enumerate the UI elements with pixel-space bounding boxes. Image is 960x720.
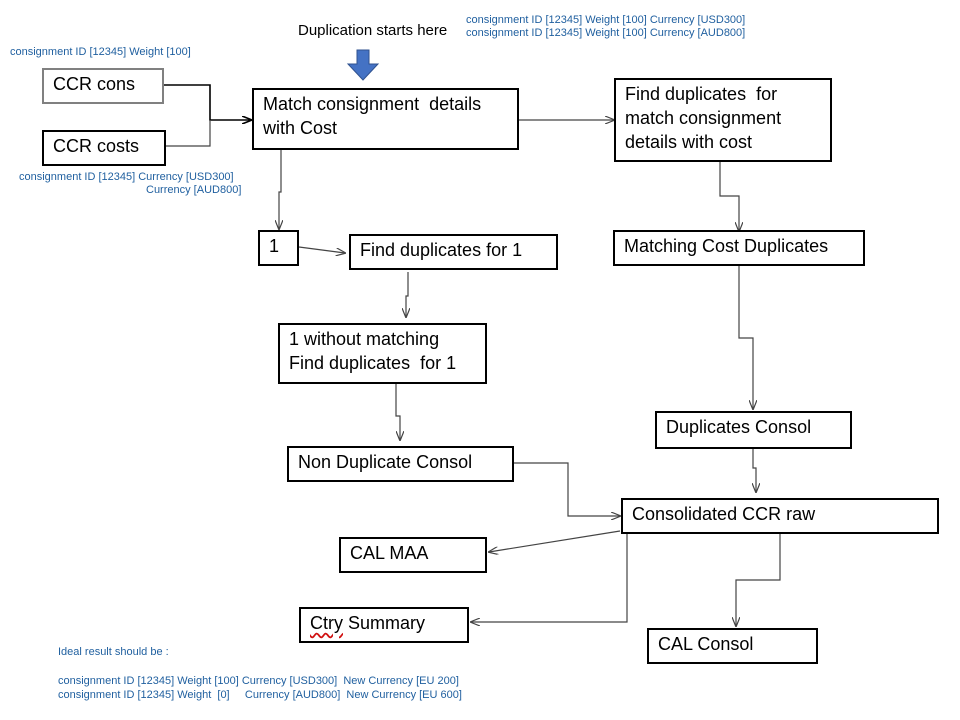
- ccr-costs-note-1: consignment ID [12345] Currency [USD300]: [19, 171, 234, 183]
- ideal-result-heading: Ideal result should be :: [58, 646, 169, 658]
- edge-one-to-find1: [298, 246, 345, 253]
- node-find-duplicates-match: Find duplicates for match consignment de…: [614, 78, 832, 162]
- ideal-result-line-1: consignment ID [12345] Weight [100] Curr…: [58, 675, 459, 687]
- summary-word: Summary: [343, 613, 426, 633]
- edge-nondup-to-raw: [514, 462, 620, 516]
- edge-matching-to-dupconsol: [738, 266, 753, 409]
- node-find-duplicates-1: Find duplicates for 1: [349, 234, 558, 270]
- start-arrow-icon: [346, 49, 380, 81]
- top-note-line-1: consignment ID [12345] Weight [100] Curr…: [466, 14, 746, 26]
- edge-raw-to-calmaa: [489, 530, 621, 552]
- node-matching-cost-duplicates: Matching Cost Duplicates: [613, 230, 865, 266]
- node-consolidated-ccr-raw: Consolidated CCR raw: [621, 498, 939, 534]
- ccr-cons-note: consignment ID [12345] Weight [100]: [10, 46, 191, 58]
- diagram-title: Duplication starts here: [298, 22, 448, 39]
- node-match-consignment: Match consignment details with Cost: [252, 88, 519, 150]
- top-note-line-2: consignment ID [12345] Weight [100] Curr…: [466, 27, 746, 39]
- node-one-without-matching: 1 without matching Find duplicates for 1: [278, 323, 487, 384]
- edge-find1-to-without: [406, 272, 408, 317]
- node-ccr-cons: CCR cons: [42, 68, 164, 104]
- node-non-duplicate-consol: Non Duplicate Consol: [287, 446, 514, 482]
- ideal-result-line-2: consignment ID [12345] Weight [0] Curren…: [58, 689, 462, 701]
- edge-find-dup-to-matching: [719, 162, 739, 231]
- edge-raw-to-ctry: [471, 534, 628, 622]
- node-ctry-summary: Ctry Summary: [299, 607, 469, 643]
- edge-cons-to-match: [164, 84, 251, 120]
- edge-costs-to-match: [166, 120, 211, 147]
- node-cal-maa: CAL MAA: [339, 537, 487, 573]
- edge-without-to-nondup: [395, 384, 400, 440]
- edge-dupconsol-to-raw: [753, 449, 756, 492]
- node-ccr-costs: CCR costs: [42, 130, 166, 166]
- node-cal-consol: CAL Consol: [647, 628, 818, 664]
- ccr-costs-note-2: Currency [AUD800]: [146, 184, 242, 196]
- ctry-word: Ctry: [310, 613, 343, 633]
- node-duplicates-consol: Duplicates Consol: [655, 411, 852, 449]
- edge-raw-to-calconsol: [736, 534, 781, 626]
- node-one: 1: [258, 230, 299, 266]
- edge-match-to-one: [279, 150, 281, 229]
